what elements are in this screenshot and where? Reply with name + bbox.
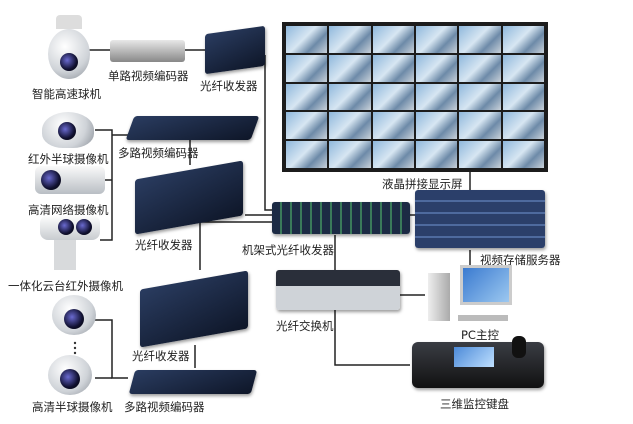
ir-dome-camera-label: 红外半球摄像机 bbox=[28, 152, 109, 166]
video-wall bbox=[282, 22, 548, 172]
ir-dome-camera bbox=[42, 112, 94, 148]
integrated-ptz-ir-camera-label: 一体化云台红外摄像机 bbox=[8, 279, 123, 293]
hd-dome-camera-label: 高清半球摄像机 bbox=[32, 400, 113, 414]
fiber-switch-label: 光纤交换机 bbox=[276, 319, 334, 333]
fiber-transceiver-top-label: 光纤收发器 bbox=[200, 79, 258, 93]
3d-control-keyboard bbox=[412, 336, 544, 388]
rack-fiber-transceiver-label: 机架式光纤收发器 bbox=[242, 243, 334, 257]
multi-encoder-top bbox=[125, 116, 260, 140]
single-encoder-label: 单路视频编码器 bbox=[108, 69, 189, 83]
hd-dome-camera bbox=[52, 295, 96, 335]
video-wall-label: 液晶拼接显示屏 bbox=[382, 177, 463, 191]
single-encoder bbox=[110, 40, 185, 62]
multi-encoder-top-label: 多路视频编码器 bbox=[118, 146, 199, 160]
pc-master-label: PC主控 bbox=[461, 328, 499, 342]
3d-control-keyboard-label: 三维监控键盘 bbox=[440, 397, 509, 411]
integrated-ptz-ir-camera bbox=[40, 215, 100, 270]
video-storage-server-label: 视频存储服务器 bbox=[480, 253, 561, 267]
ptz-camera-label: 智能高速球机 bbox=[32, 87, 101, 101]
fiber-transceiver-top bbox=[205, 25, 265, 75]
rack-fiber-transceiver bbox=[272, 202, 410, 234]
hd-network-camera-label: 高清网络摄像机 bbox=[28, 203, 109, 217]
fiber-switch bbox=[276, 270, 400, 310]
hd-dome-camera bbox=[48, 355, 92, 395]
hd-network-camera bbox=[35, 166, 105, 194]
fiber-transceiver-middle-label: 光纤收发器 bbox=[135, 238, 193, 252]
pc-master bbox=[428, 265, 523, 325]
multi-encoder-bottom bbox=[128, 370, 258, 394]
fiber-transceiver-bottom-label: 光纤收发器 bbox=[132, 349, 190, 363]
multi-encoder-bottom-label: 多路视频编码器 bbox=[124, 400, 205, 414]
video-storage-server bbox=[415, 190, 545, 248]
ptz-camera bbox=[48, 15, 90, 80]
